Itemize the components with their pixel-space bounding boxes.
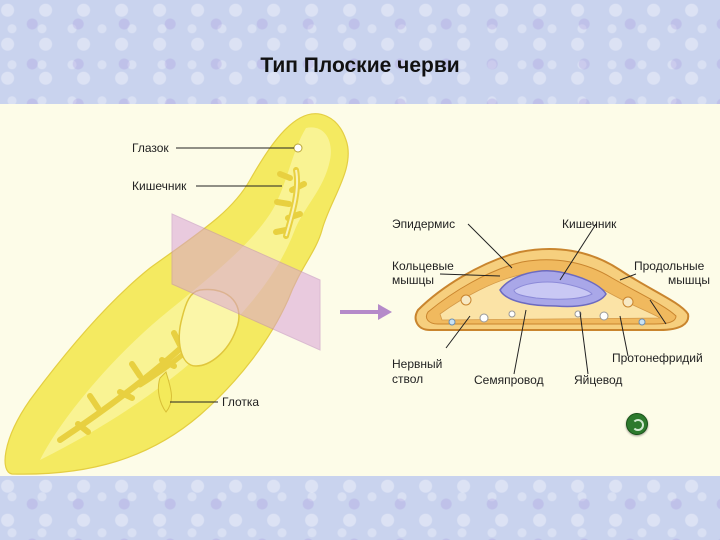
label-eyespot: Глазок	[132, 141, 169, 155]
label-sperm-duct: Семяпровод	[474, 373, 544, 387]
section-plane	[171, 213, 321, 351]
label-nerve-trunk-2: ствол	[392, 372, 423, 386]
label-epidermis: Эпидермис	[392, 217, 455, 231]
label-longitudinal-muscles-2: мышцы	[668, 273, 710, 287]
label-nerve-trunk-1: Нервный	[392, 357, 442, 371]
pharynx-tip	[157, 371, 172, 413]
label-longitudinal-muscles-1: Продольные	[634, 259, 705, 273]
label-intestine-section: Кишечник	[562, 217, 617, 231]
intestine-posterior	[57, 327, 203, 443]
flatworm-diagram: Глазок Кишечник Глотка Эпидермис Кишечни…	[4, 113, 710, 475]
worm-body-highlight	[40, 127, 331, 460]
diagram-panel: Глазок Кишечник Глотка Эпидермис Кишечни…	[0, 104, 720, 476]
direction-arrow	[340, 304, 392, 320]
slide-title: Тип Плоские черви	[260, 54, 460, 77]
label-pharynx: Глотка	[222, 395, 259, 409]
label-intestine: Кишечник	[132, 179, 187, 193]
play-circle-icon[interactable]	[626, 413, 648, 435]
eyespot	[293, 143, 303, 153]
label-circular-muscles-1: Кольцевые	[392, 259, 454, 273]
label-oviduct: Яйцевод	[574, 373, 622, 387]
planaria-illustration	[4, 113, 349, 475]
label-circular-muscles-2: мышцы	[392, 273, 434, 287]
leader-lines	[170, 147, 667, 403]
label-protonephridium: Протонефридий	[612, 351, 703, 365]
